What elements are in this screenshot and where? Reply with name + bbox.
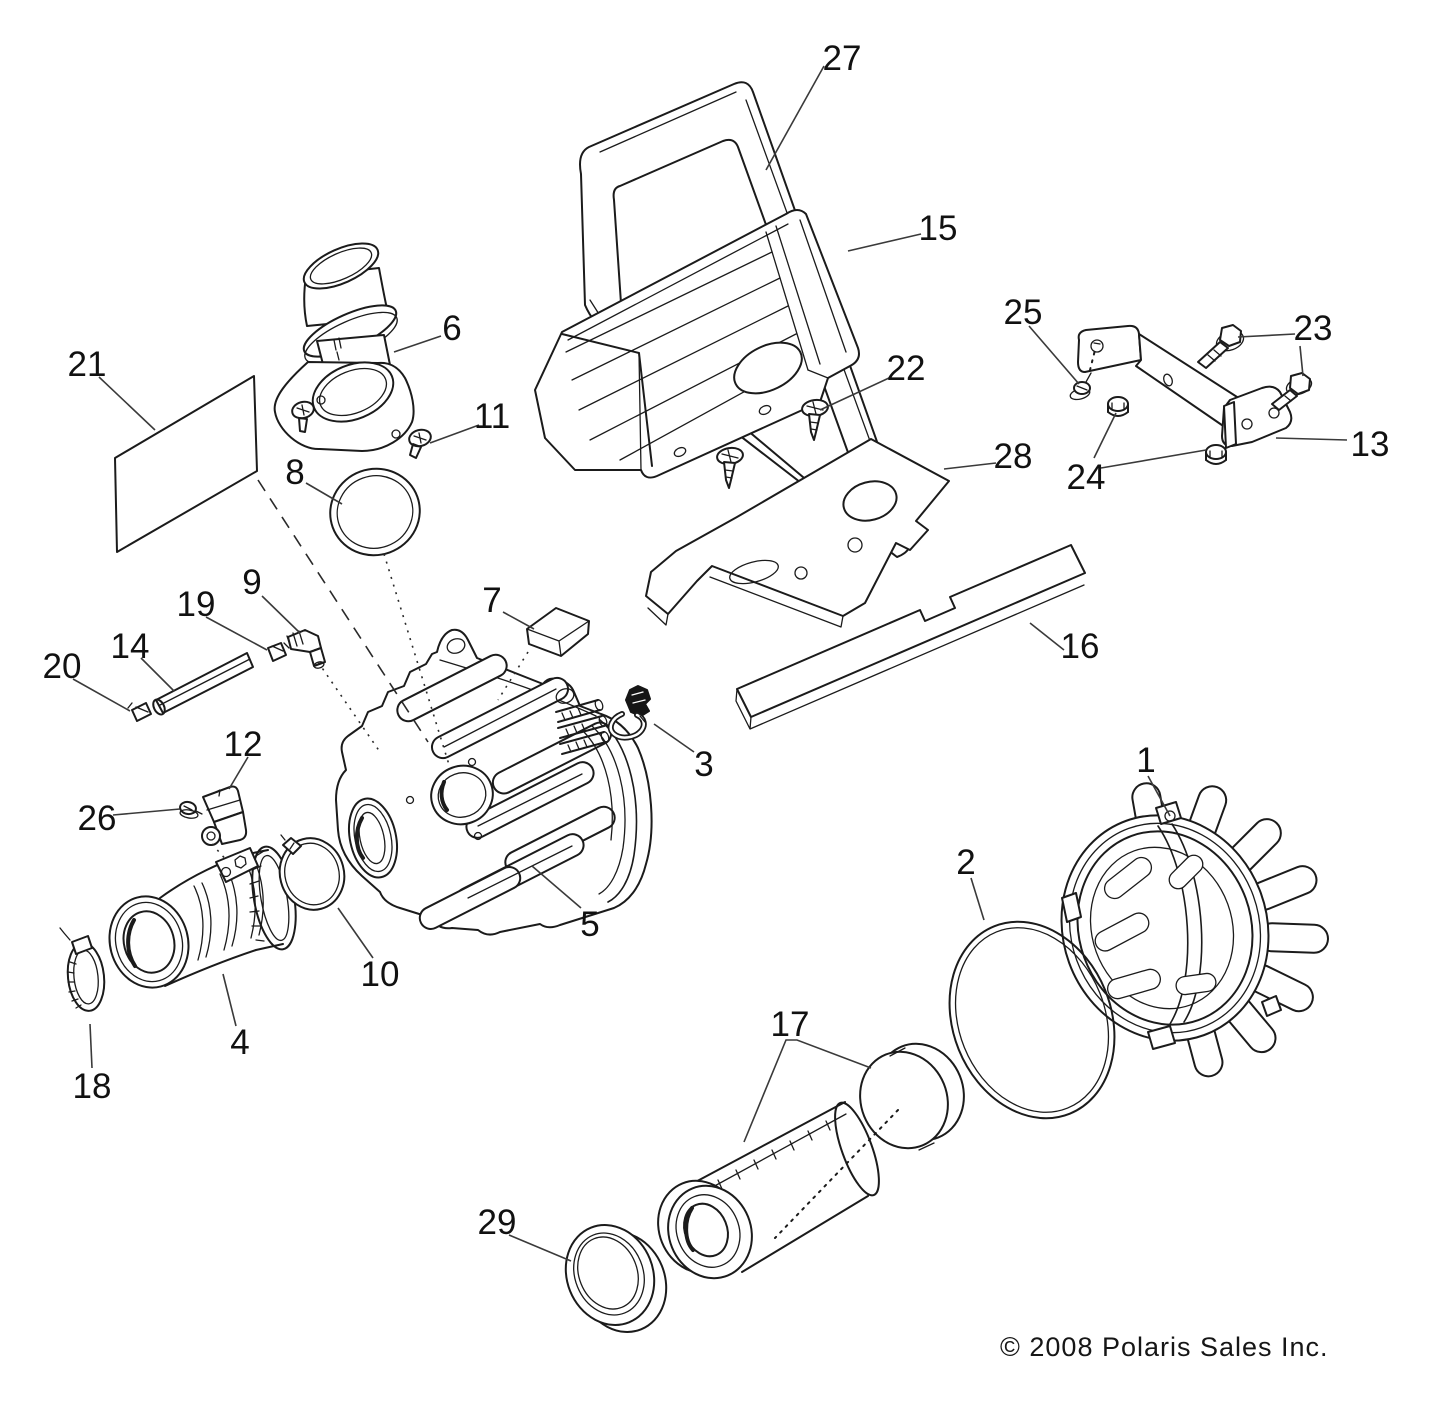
part-6-intake-tube bbox=[273, 242, 415, 452]
part-9-elbow-fitting bbox=[286, 629, 326, 669]
callout-20: 20 bbox=[43, 647, 82, 686]
callout-7: 7 bbox=[482, 581, 501, 620]
callout-17: 17 bbox=[771, 1005, 810, 1044]
callout-1: 1 bbox=[1136, 741, 1155, 780]
callout-29: 29 bbox=[478, 1203, 517, 1242]
callout-5: 5 bbox=[580, 905, 599, 944]
leader-lines bbox=[72, 65, 1348, 1262]
callout-25: 25 bbox=[1004, 293, 1043, 332]
part-16-foam-strip bbox=[735, 544, 1086, 730]
callout-3: 3 bbox=[694, 745, 713, 784]
part-2-cover-oring bbox=[948, 920, 1116, 1120]
part-3-breather-clip bbox=[607, 685, 651, 741]
part-20-clamp bbox=[127, 702, 152, 722]
callout-13: 13 bbox=[1351, 425, 1390, 464]
part-28-foam-seal bbox=[645, 438, 950, 628]
callout-4: 4 bbox=[230, 1023, 249, 1062]
construction-lines bbox=[211, 479, 529, 863]
callout-26: 26 bbox=[78, 799, 117, 838]
callout-23: 23 bbox=[1294, 309, 1333, 348]
part-26-screw bbox=[179, 800, 203, 819]
callout-19: 19 bbox=[177, 585, 216, 624]
part-18-hose-clamp bbox=[59, 927, 106, 1012]
part-24-nuts bbox=[1107, 396, 1227, 465]
part-17-air-filter bbox=[657, 1042, 965, 1280]
part-5-airbox-housing bbox=[335, 628, 653, 936]
callout-27: 27 bbox=[823, 39, 862, 78]
callout-16: 16 bbox=[1061, 627, 1100, 666]
part-14-vent-tube bbox=[152, 652, 254, 716]
callout-8: 8 bbox=[285, 453, 304, 492]
part-21-decal-panel bbox=[114, 375, 258, 553]
part-23-bolts bbox=[1197, 324, 1313, 411]
callout-10: 10 bbox=[361, 955, 400, 994]
callout-15: 15 bbox=[919, 209, 958, 248]
part-8-seal-ring bbox=[329, 467, 421, 557]
callout-12: 12 bbox=[224, 725, 263, 764]
part-7-plug bbox=[526, 607, 590, 657]
callout-18: 18 bbox=[73, 1067, 112, 1106]
callout-6: 6 bbox=[442, 309, 461, 348]
callout-11: 11 bbox=[474, 397, 510, 436]
callout-9: 9 bbox=[242, 563, 261, 602]
callout-14: 14 bbox=[111, 627, 150, 666]
callout-28: 28 bbox=[994, 437, 1033, 476]
copyright-text: © 2008 Polaris Sales Inc. bbox=[1000, 1332, 1329, 1362]
part-10-clamp-ring bbox=[278, 834, 346, 911]
part-1-filter-cover bbox=[1060, 782, 1329, 1078]
callout-22: 22 bbox=[887, 349, 926, 388]
part-4-intake-boot bbox=[108, 845, 297, 989]
callout-labels: 1 2 3 4 5 6 7 8 9 10 11 12 13 14 15 16 1… bbox=[43, 39, 1390, 1242]
callout-2: 2 bbox=[956, 843, 975, 882]
callout-21: 21 bbox=[68, 345, 107, 384]
part-25-screw bbox=[1069, 349, 1096, 401]
part-12-sensor bbox=[201, 785, 248, 846]
part-13-bracket bbox=[1077, 324, 1293, 449]
part-11-screws bbox=[291, 400, 432, 459]
part-29-seal-ring bbox=[564, 1224, 668, 1333]
part-15-airbox-cover bbox=[534, 209, 860, 479]
callout-24: 24 bbox=[1067, 458, 1106, 497]
part-19-clamp bbox=[267, 642, 290, 662]
